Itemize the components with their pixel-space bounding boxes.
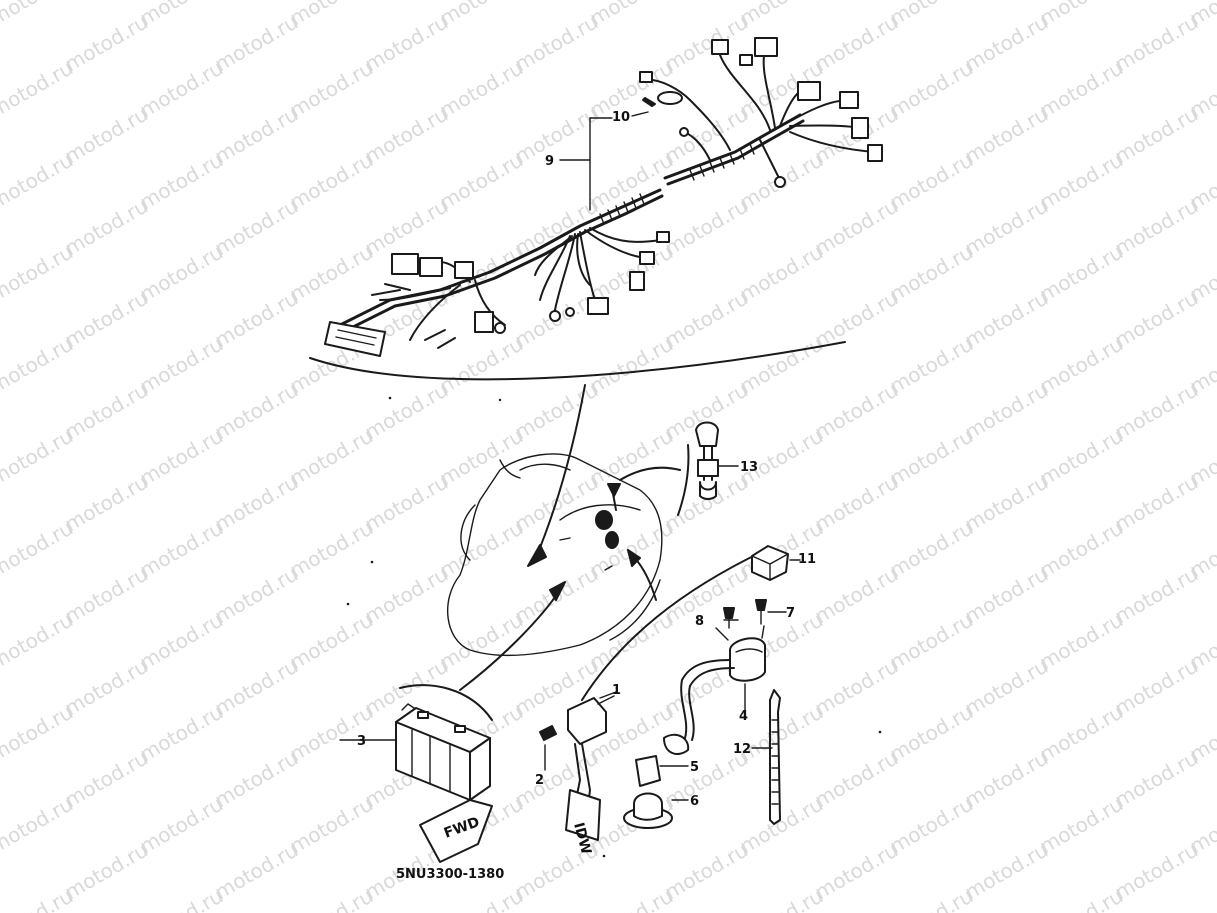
callout-6: 6 (690, 794, 699, 809)
ignition-coil (623, 599, 767, 829)
callout-11: 11 (798, 552, 816, 567)
diagram-code: 5NU3300-1380 (396, 867, 504, 882)
motorcycle-outline (446, 453, 663, 657)
callout-7: 7 (786, 606, 795, 621)
callout-12: 12 (733, 742, 751, 757)
callout-5: 5 (690, 760, 699, 775)
callout-labels: 1 2 3 4 5 6 7 8 9 10 11 12 13 (357, 110, 816, 809)
callout-4: 4 (739, 709, 748, 724)
cdi-unit: IDW (539, 695, 615, 856)
callout-9: 9 (545, 154, 554, 169)
cable-band (751, 689, 781, 825)
print-specks (346, 396, 882, 858)
callout-leaders (599, 611, 787, 699)
assembly-arrows (399, 384, 771, 721)
callout-1: 1 (612, 683, 621, 698)
relay (751, 545, 801, 581)
switch-sensor (695, 421, 739, 500)
wire-harness (309, 37, 883, 381)
battery: FWD (339, 703, 493, 863)
callout-3: 3 (357, 734, 366, 749)
callout-2: 2 (535, 773, 544, 788)
callout-8: 8 (695, 614, 704, 629)
callout-13: 13 (740, 460, 758, 475)
callout-10: 10 (612, 110, 630, 125)
